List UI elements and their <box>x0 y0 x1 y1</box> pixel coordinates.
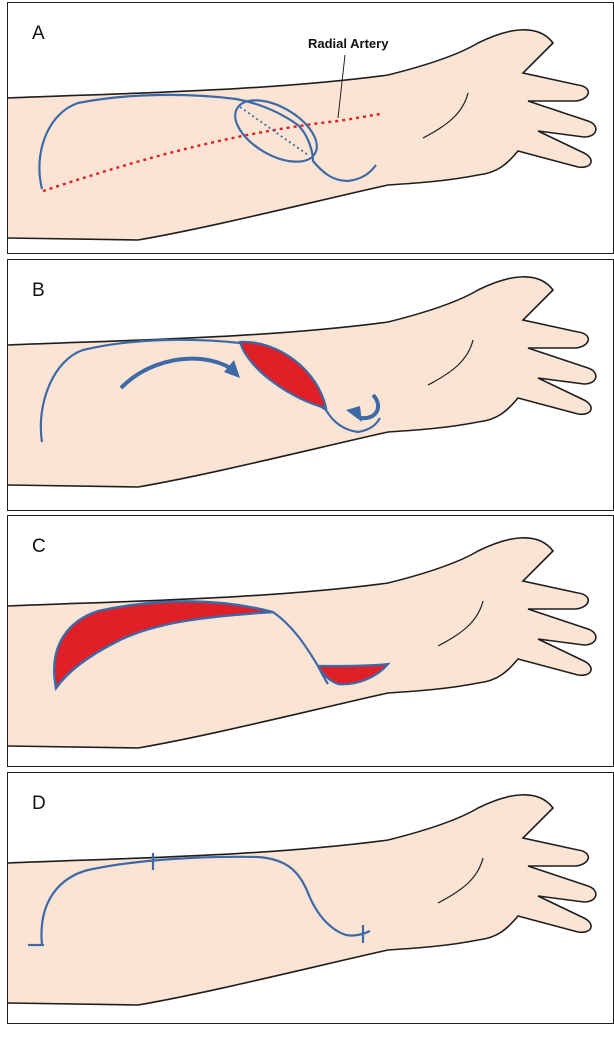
panel-label-a: A <box>32 23 45 45</box>
forearm-skin <box>8 30 596 240</box>
panel-label-c: C <box>32 536 46 558</box>
forearm-drawing-d <box>8 773 614 1024</box>
radial-artery-label: Radial Artery <box>308 36 388 51</box>
panel-a: A Radial Artery <box>7 2 614 254</box>
panel-b: B <box>7 259 614 511</box>
panel-label-b: B <box>32 280 45 302</box>
panel-c: C <box>7 515 614 767</box>
forearm-skin <box>8 795 596 1005</box>
forearm-drawing-c <box>8 516 614 767</box>
forearm-drawing-b <box>8 260 614 511</box>
panel-d: D <box>7 772 614 1024</box>
panel-label-d: D <box>32 793 46 815</box>
